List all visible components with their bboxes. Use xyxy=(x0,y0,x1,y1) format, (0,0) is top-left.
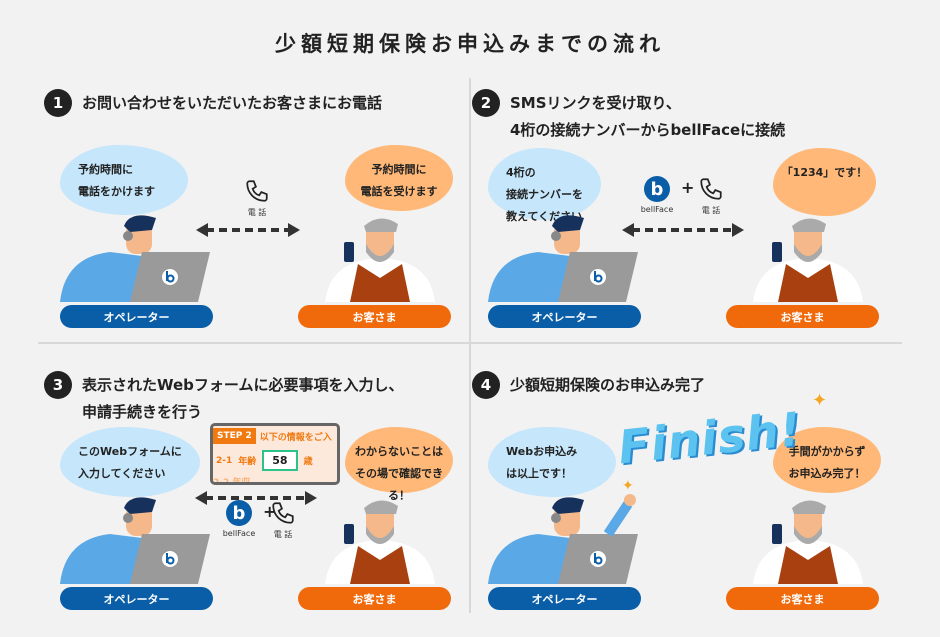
operator-speech-bubble: 予約時間に 電話をかけます xyxy=(60,145,188,215)
form-row-num: 2-1 xyxy=(216,455,233,466)
operator-illustration xyxy=(488,212,648,302)
step-heading: SMSリンクを受け取り、 xyxy=(510,94,681,112)
customer-speech-bubble: 手間がかからず お申込み完了！ xyxy=(773,427,881,493)
phone-label: 電 話 xyxy=(273,530,293,539)
form-row2: 2-2 年収 xyxy=(213,478,251,485)
step-heading: お問い合わせをいただいたお客さまにお電話 xyxy=(82,94,383,112)
step-number-badge: 2 xyxy=(472,89,500,117)
phone-label: 電 話 xyxy=(247,208,267,217)
form-title: 以下の情報をご入 xyxy=(259,432,332,443)
double-arrow-icon xyxy=(622,222,744,237)
customer-label: お客さま xyxy=(726,305,879,328)
bellface-label: bellFace xyxy=(640,205,674,214)
phone-icon xyxy=(270,500,300,530)
age-input[interactable]: 58 xyxy=(262,450,298,471)
operator-illustration xyxy=(488,494,648,584)
operator-illustration xyxy=(60,494,220,584)
phone-label: 電 話 xyxy=(701,206,721,215)
form-unit: 歳 xyxy=(303,457,313,467)
operator-speech-bubble: Webお申込み は以上です！ xyxy=(488,427,616,497)
form-step: STEP 2 xyxy=(213,428,256,444)
customer-speech-bubble: 予約時間に 電話を受けます xyxy=(345,145,453,211)
phone-icon xyxy=(244,178,274,208)
operator-label: オペレーター xyxy=(60,305,213,328)
operator-label: オペレーター xyxy=(488,587,641,610)
customer-illustration xyxy=(748,494,868,584)
customer-speech-bubble: 「1234」です！ xyxy=(773,148,876,216)
step-number-badge: 1 xyxy=(44,89,72,117)
customer-label: お客さま xyxy=(298,305,451,328)
bellface-logo-icon: b xyxy=(644,176,670,202)
step-heading: 表示されたWebフォームに必要事項を入力し、 xyxy=(82,376,404,394)
page-title: 少額短期保険お申込みまでの流れ xyxy=(275,32,665,56)
phone-icon xyxy=(698,176,728,206)
customer-illustration xyxy=(748,212,868,302)
double-arrow-icon xyxy=(196,222,300,237)
operator-label: オペレーター xyxy=(488,305,641,328)
sparkle-icon: ✦ xyxy=(812,390,828,411)
sparkle-icon: ✦ xyxy=(622,478,634,494)
divider-vertical xyxy=(469,78,471,613)
operator-speech-bubble: 4桁の 接続ナンバーを 教えてください xyxy=(488,148,601,223)
plus-sign: + xyxy=(681,178,695,197)
customer-illustration xyxy=(320,212,440,302)
step-heading: 申請手続きを行う xyxy=(82,403,203,421)
operator-label: オペレーター xyxy=(60,587,213,610)
bellface-label: bellFace xyxy=(222,529,256,538)
double-arrow-icon xyxy=(195,490,317,505)
step-heading: 4桁の接続ナンバーからbellFaceに接続 xyxy=(510,121,786,139)
customer-label: お客さま xyxy=(726,587,879,610)
bellface-logo-icon: b xyxy=(226,500,252,526)
customer-illustration xyxy=(320,494,440,584)
customer-speech-bubble: わからないことは その場で確認できる！ xyxy=(345,427,453,502)
divider-horizontal xyxy=(38,342,902,344)
step-heading: 少額短期保険のお申込み完了 xyxy=(510,376,706,394)
step-number-badge: 4 xyxy=(472,371,500,399)
customer-label: お客さま xyxy=(298,587,451,610)
operator-speech-bubble: このWebフォームに 入力してください xyxy=(60,427,200,497)
form-row-label: 年齢 xyxy=(238,457,257,467)
step-number-badge: 3 xyxy=(44,371,72,399)
operator-illustration xyxy=(60,212,220,302)
